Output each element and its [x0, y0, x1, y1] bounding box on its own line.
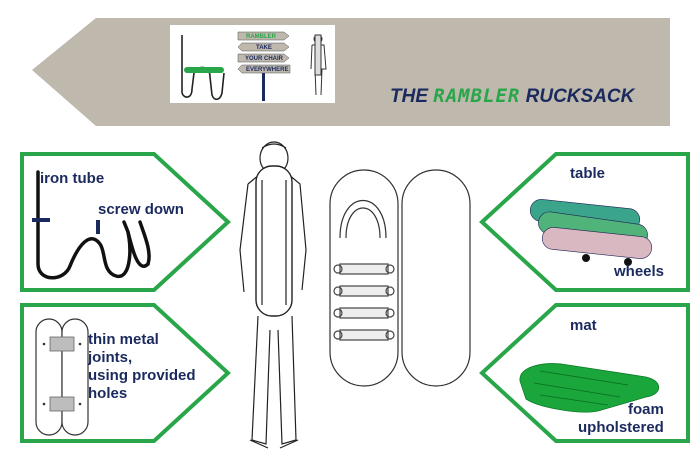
truck-wheels-icon	[333, 263, 395, 341]
joints-panel	[20, 303, 232, 443]
joints-label-4: holes	[88, 385, 128, 402]
table-panel	[478, 152, 690, 292]
joints-label-3: using provided	[88, 367, 196, 384]
banner-arrow-shape	[32, 18, 670, 126]
sign-line-1: RAMBLER	[246, 34, 277, 40]
iron-tube-icon	[36, 170, 151, 280]
sign-line-2: TAKE	[256, 45, 272, 51]
mat-label: mat	[570, 317, 597, 334]
wheels-label: wheels	[614, 263, 665, 280]
joints-label-1: thin metal	[88, 331, 159, 348]
person-with-rucksack-illustration	[222, 140, 322, 460]
page-title: THE RAMBLER RUCKSACK	[390, 85, 634, 108]
bolt-center-icon	[96, 220, 100, 234]
screw-down-label: screw down	[98, 201, 184, 218]
open-rucksack-illustration	[326, 168, 476, 390]
iron-tube-panel	[20, 152, 232, 292]
joints-label-2: joints,	[88, 349, 133, 366]
mini-chair-icon	[181, 35, 225, 101]
title-suffix: RUCKSACK	[525, 86, 635, 107]
foam-label: foam	[628, 401, 664, 418]
table-boards-icon	[529, 199, 653, 266]
mini-person-icon	[310, 34, 327, 96]
iron-tube-label: iron tube	[40, 170, 105, 187]
sign-line-3: YOUR CHAIR	[245, 56, 284, 62]
mini-signpost-icon: RAMBLER TAKE YOUR CHAIR EVERYWHERE	[237, 31, 291, 101]
header-banner	[0, 0, 700, 130]
bolt-left-icon	[32, 218, 50, 222]
title-brand: RAMBLER	[433, 85, 521, 107]
upholstered-label: upholstered	[578, 419, 664, 436]
chair-sketch-box: RAMBLER TAKE YOUR CHAIR EVERYWHERE	[170, 25, 335, 103]
table-label: table	[570, 165, 606, 182]
board-pair-icon	[35, 318, 89, 436]
mat-panel	[478, 303, 690, 443]
sign-line-4: EVERYWHERE	[246, 67, 288, 73]
foam-mat-icon	[519, 363, 660, 413]
title-prefix: THE	[390, 86, 428, 107]
